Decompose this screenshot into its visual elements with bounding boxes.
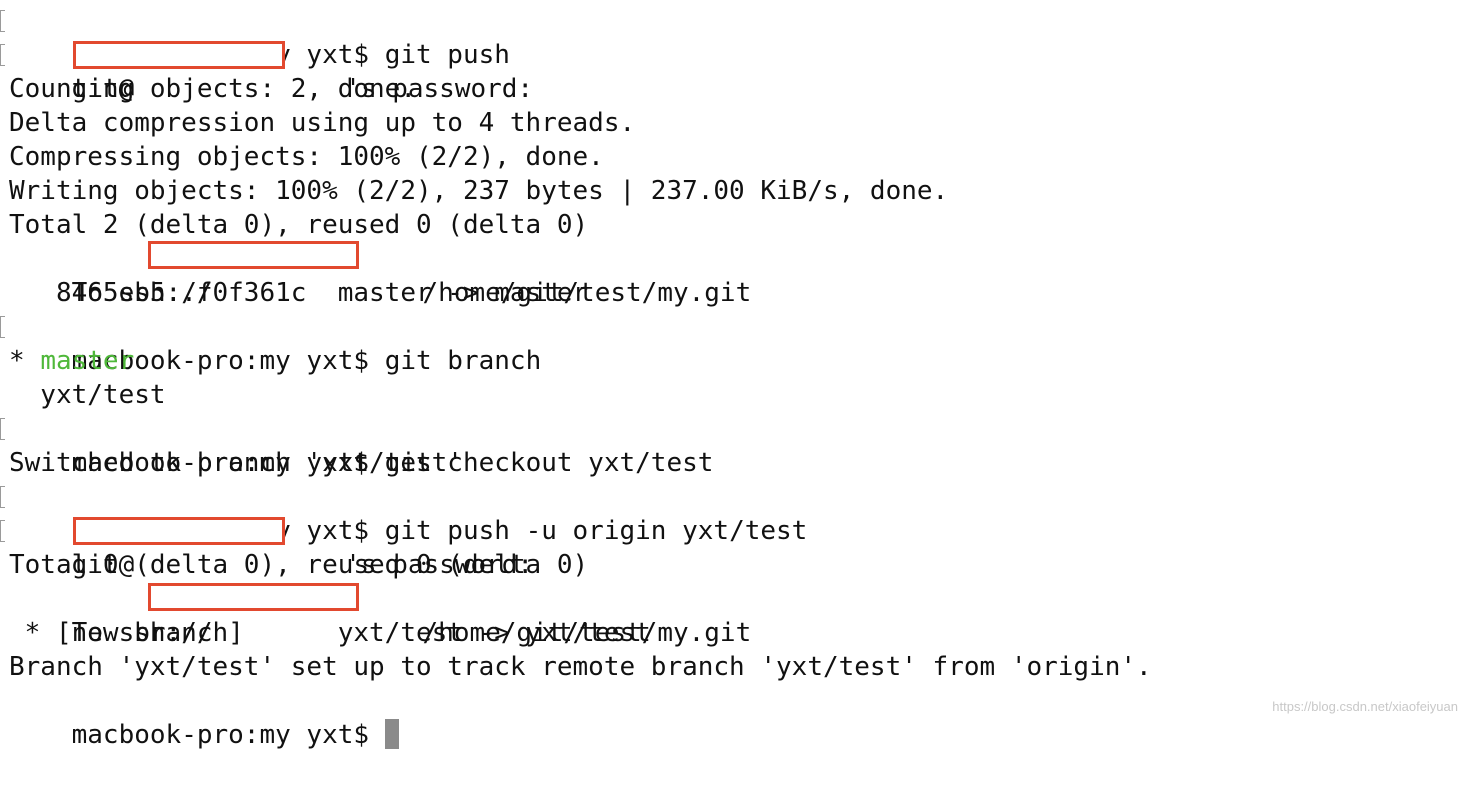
redaction-box: [148, 583, 359, 611]
terminal-text: Total 2 (delta 0), reused 0 (delta 0): [9, 210, 589, 240]
terminal-text: git@: [71, 550, 135, 580]
terminal-line-prompt: macbook-pro:my yxt$ git checkout yxt/tes…: [0, 412, 713, 478]
watermark: https://blog.csdn.net/xiaofeiyuan: [1272, 699, 1458, 714]
terminal-line-prompt: macbook-pro:my yxt$ git push -u origin y…: [0, 480, 807, 546]
line-marker: [0, 316, 5, 338]
terminal-line-branch: yxt/test: [9, 378, 166, 412]
terminal-line-output: 8465eb5..f0f361c master -> master: [9, 276, 588, 310]
terminal-line-output: Counting objects: 2, done.: [9, 72, 416, 106]
line-marker: [0, 520, 5, 542]
terminal-text: /home/git/test/my.git: [422, 278, 752, 308]
terminal-text: Delta compression using up to 4 threads.: [9, 108, 636, 138]
terminal-line-remote: To ssh:// /home/git/test/my.git: [9, 582, 752, 648]
terminal-text: Total 0 (delta 0), reused 0 (delta 0): [9, 550, 589, 580]
terminal-line-password: git@ 's password:: [0, 514, 533, 580]
terminal-line-output: * [new branch] yxt/test -> yxt/test: [9, 616, 651, 650]
terminal-text: Compressing objects: 100% (2/2), done.: [9, 142, 604, 172]
terminal-text: Counting objects: 2, done.: [9, 74, 416, 104]
terminal-line-output: Delta compression using up to 4 threads.: [9, 106, 635, 140]
terminal-text: 8465eb5..f0f361c master -> master: [9, 278, 589, 308]
redaction-box: [73, 517, 285, 545]
terminal-text: 's password:: [345, 550, 534, 580]
terminal-line-output: Branch 'yxt/test' set up to track remote…: [9, 650, 1152, 684]
terminal-text: git@: [71, 74, 135, 104]
terminal-text: macbook-pro:my yxt$ git checkout yxt/tes…: [71, 448, 714, 478]
terminal-line-password: git@ 's password:: [0, 38, 533, 104]
terminal-line-output: Compressing objects: 100% (2/2), done.: [9, 140, 604, 174]
terminal-text: macbook-pro:my yxt$ git branch: [71, 346, 542, 376]
terminal-window[interactable]: macbook-pro:my yxt$ git push git@ 's pass…: [0, 0, 1478, 750]
terminal-text: macbook-pro:my yxt$: [71, 720, 385, 750]
terminal-text: *: [9, 346, 41, 376]
terminal-text: Switched to branch 'yxt/test': [9, 448, 463, 478]
terminal-line-output: Writing objects: 100% (2/2), 237 bytes |…: [9, 174, 948, 208]
terminal-line-output: Total 0 (delta 0), reused 0 (delta 0): [9, 548, 588, 582]
terminal-text: Writing objects: 100% (2/2), 237 bytes |…: [9, 176, 949, 206]
terminal-text: To ssh://: [71, 278, 213, 308]
terminal-line-prompt: macbook-pro:my yxt$ git branch: [0, 310, 541, 376]
terminal-line-prompt: macbook-pro:my yxt$ git push: [0, 4, 510, 70]
redaction-box: [148, 241, 359, 269]
terminal-line-branch: * master: [9, 344, 134, 378]
line-marker: [0, 486, 5, 508]
terminal-line-prompt[interactable]: macbook-pro:my yxt$: [9, 684, 399, 750]
terminal-line-output: Total 2 (delta 0), reused 0 (delta 0): [9, 208, 588, 242]
terminal-line-remote: To ssh:// /home/git/test/my.git: [9, 242, 752, 308]
current-branch-name: master: [40, 346, 135, 376]
line-marker: [0, 10, 5, 32]
terminal-text: To ssh://: [71, 618, 213, 648]
line-marker: [0, 418, 5, 440]
terminal-text: 's password:: [345, 74, 534, 104]
line-marker: [0, 44, 5, 66]
terminal-text: * [new branch] yxt/test -> yxt/test: [9, 618, 651, 648]
terminal-text: yxt/test: [9, 380, 166, 410]
terminal-line-output: Switched to branch 'yxt/test': [9, 446, 463, 480]
terminal-text: Branch 'yxt/test' set up to track remote…: [9, 652, 1152, 682]
redaction-box: [73, 41, 285, 69]
terminal-text: /home/git/test/my.git: [422, 618, 752, 648]
